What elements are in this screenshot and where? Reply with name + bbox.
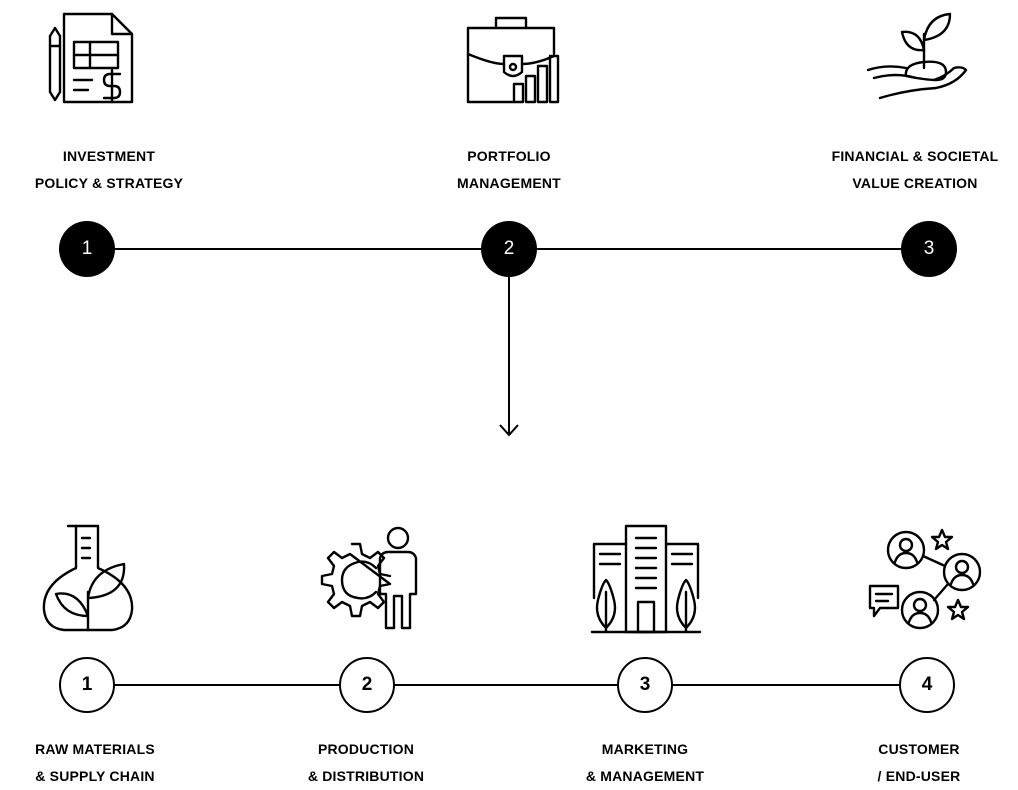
- top-stage-3-node: 3: [901, 221, 957, 277]
- bottom-stage-2-node: 2: [339, 657, 395, 713]
- bottom-stage-2-label: PRODUCTION & DISTRIBUTION: [266, 736, 466, 790]
- bottom-stage-4-line2: / END-USER: [877, 768, 961, 784]
- bottom-stage-3-label: MARKETING & MANAGEMENT: [545, 736, 745, 790]
- top-stage-3-label: FINANCIAL & SOCIETAL VALUE CREATION: [815, 143, 1015, 197]
- customer-network-icon: [868, 528, 982, 630]
- bottom-stage-1-line1: RAW MATERIALS: [35, 741, 155, 757]
- top-stage-1-line2: POLICY & STRATEGY: [34, 175, 184, 191]
- gear-person-icon: [320, 526, 418, 630]
- top-stage-1-node: 1: [59, 221, 115, 277]
- bottom-stage-2-line2: & DISTRIBUTION: [307, 768, 425, 784]
- bottom-stage-4-line1: CUSTOMER: [878, 741, 960, 757]
- bottom-stage-4-label: CUSTOMER / END-USER: [819, 736, 1018, 790]
- bottom-stage-3-line2: & MANAGEMENT: [585, 768, 705, 784]
- top-stage-3-line1: FINANCIAL & SOCIETAL: [831, 148, 999, 164]
- bottom-stage-3-node: 3: [617, 657, 673, 713]
- top-stage-3-line2: VALUE CREATION: [852, 175, 978, 191]
- top-stage-2-line2: MANAGEMENT: [457, 175, 561, 191]
- down-arrow-head: [499, 424, 519, 437]
- document-dollar-icon: [48, 12, 134, 104]
- bottom-stage-4-node: 4: [899, 657, 955, 713]
- top-stage-2-node: 2: [481, 221, 537, 277]
- bottom-stage-1-label: RAW MATERIALS & SUPPLY CHAIN: [0, 736, 195, 790]
- bottom-stage-1-node: 1: [59, 657, 115, 713]
- bottom-stage-3-line1: MARKETING: [601, 741, 689, 757]
- hand-sprout-icon: [866, 12, 968, 100]
- buildings-trees-icon: [590, 524, 702, 634]
- bottom-stage-1-line2: & SUPPLY CHAIN: [35, 768, 155, 784]
- top-stage-2-line1: PORTFOLIO: [467, 148, 551, 164]
- top-stage-1-label: INVESTMENT POLICY & STRATEGY: [9, 143, 209, 197]
- bottom-stage-2-line1: PRODUCTION: [317, 741, 415, 757]
- flask-leaves-icon: [42, 524, 134, 632]
- briefcase-chart-icon: [466, 16, 560, 104]
- top-stage-1-line1: INVESTMENT: [62, 148, 156, 164]
- top-stage-2-label: PORTFOLIO MANAGEMENT: [409, 143, 609, 197]
